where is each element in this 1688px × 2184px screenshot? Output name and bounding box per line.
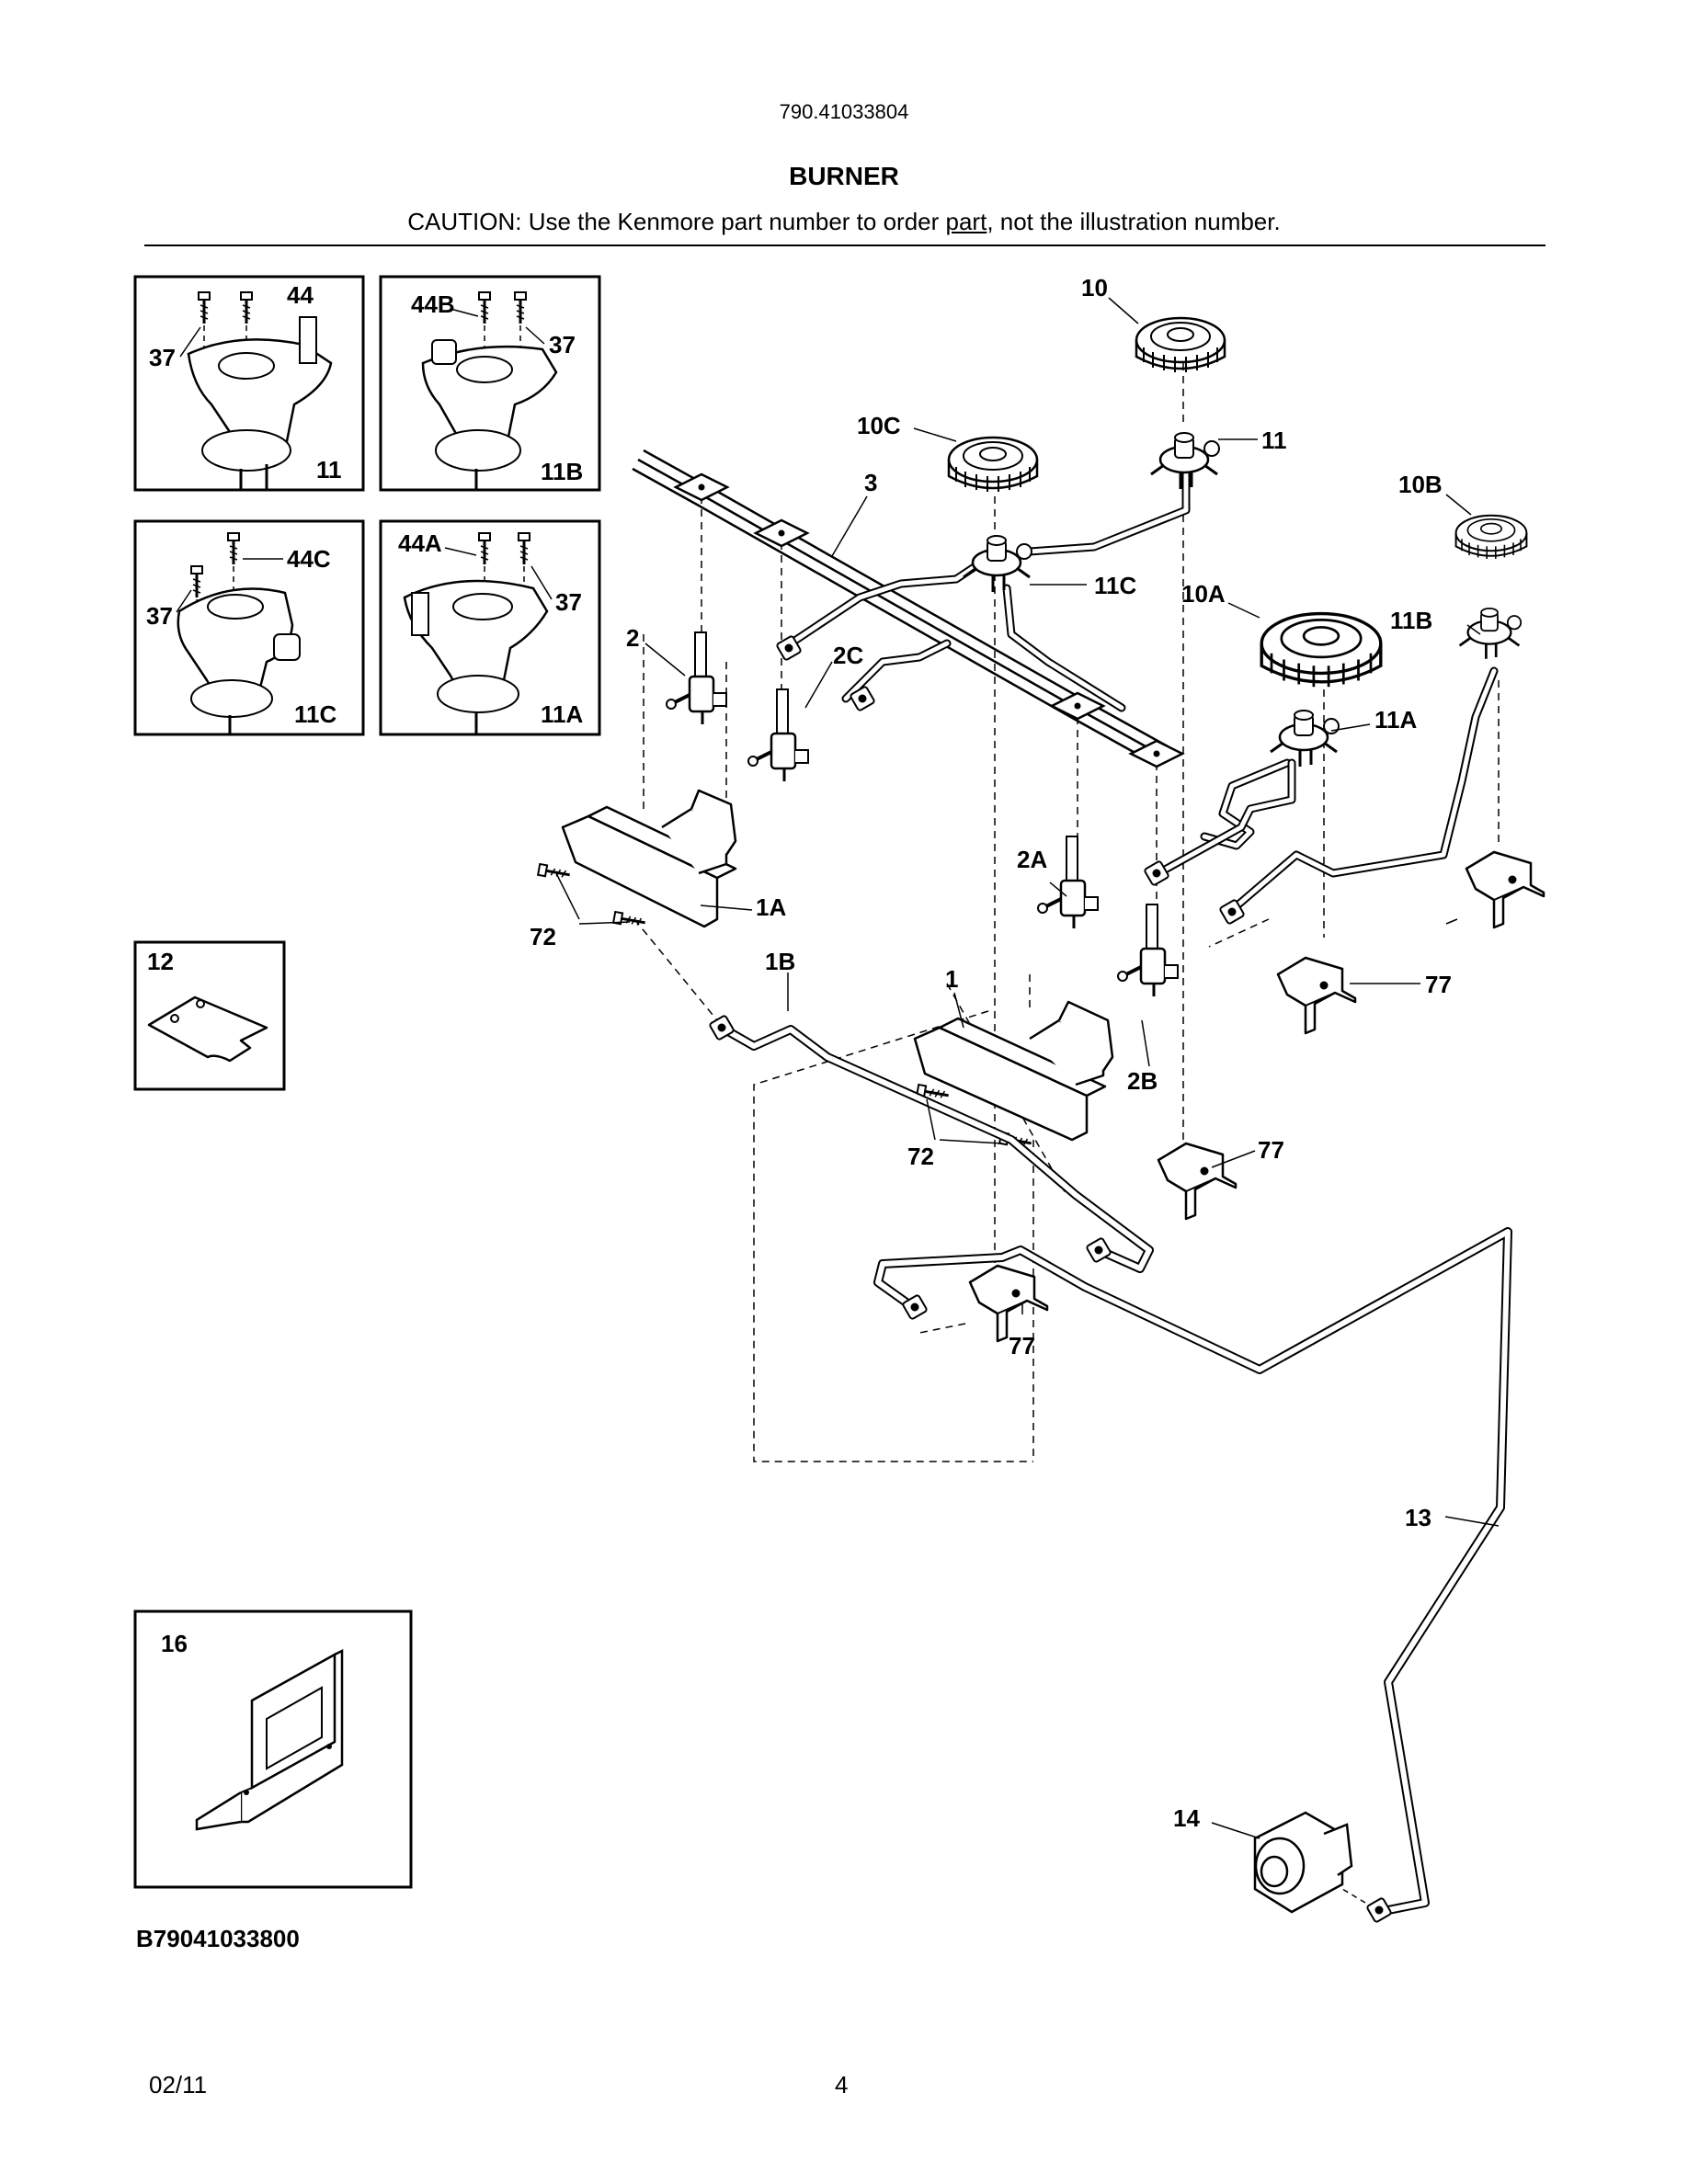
inset-11b-label-11b: 11B xyxy=(541,458,583,485)
section-title: BURNER xyxy=(789,162,899,190)
callout-2c: 2C xyxy=(833,642,863,669)
callout-1: 1 xyxy=(945,965,958,993)
caution-text-end: , not the illustration number. xyxy=(987,208,1281,235)
inset-12: 12 xyxy=(133,940,286,1091)
inset-11b-label-37: 37 xyxy=(549,331,576,358)
inset-11a-label-11a: 11A xyxy=(541,700,583,728)
inset-12-label: 12 xyxy=(147,948,174,975)
callout-14: 14 xyxy=(1173,1804,1200,1832)
model-number: 790.41033804 xyxy=(779,100,909,123)
diagram-code: B79041033800 xyxy=(136,1925,300,1952)
callout-10c: 10C xyxy=(857,412,901,439)
page-number: 4 xyxy=(835,2071,849,2099)
callout-13: 13 xyxy=(1405,1504,1431,1531)
inset-11c-label-44c: 44C xyxy=(287,545,331,573)
callout-11a: 11A xyxy=(1374,706,1417,734)
inset-16-label: 16 xyxy=(161,1630,188,1657)
callout-11: 11 xyxy=(1261,427,1287,454)
callout-3: 3 xyxy=(864,469,877,496)
inset-11b-label-44b: 44B xyxy=(411,290,455,318)
callout-2b: 2B xyxy=(1127,1067,1158,1095)
callout-77-right: 77 xyxy=(1425,971,1452,998)
callout-labels: 10 11 10C 3 10B 11C 10A 11B 2 2C 11A 2A … xyxy=(530,274,1500,1839)
inset-16: 16 xyxy=(133,1610,413,1889)
inset-11-label-44: 44 xyxy=(287,281,314,309)
inset-11c-label-11c: 11C xyxy=(294,700,336,728)
caution-text-start: CAUTION: Use the Kenmore part number to … xyxy=(407,208,946,235)
inset-11c: 44C 37 11C xyxy=(133,519,365,736)
callout-1a: 1A xyxy=(756,893,786,921)
callout-11b: 11B xyxy=(1390,607,1432,634)
inset-11a: 44A 37 11A xyxy=(379,519,601,736)
callout-2: 2 xyxy=(626,624,639,652)
inset-11a-label-44a: 44A xyxy=(398,529,442,557)
inset-11-label-37: 37 xyxy=(149,344,176,371)
inset-11-label-11: 11 xyxy=(316,456,342,483)
callout-77-middle: 77 xyxy=(1258,1136,1284,1164)
caution-part-link: part xyxy=(945,208,987,235)
callout-77-lower: 77 xyxy=(1009,1332,1035,1359)
callout-72-upper: 72 xyxy=(530,923,556,950)
inset-11c-label-37: 37 xyxy=(146,602,173,630)
callout-2a: 2A xyxy=(1017,846,1047,873)
callout-11c: 11C xyxy=(1094,572,1136,599)
callout-10b: 10B xyxy=(1398,471,1443,498)
inset-11a-label-37: 37 xyxy=(555,588,582,616)
main-assembly xyxy=(536,316,1545,1924)
inset-11b: 44B 37 11B xyxy=(379,275,601,492)
callout-72-lower: 72 xyxy=(907,1143,934,1170)
inset-11: 44 37 11 xyxy=(133,275,365,492)
callout-10a: 10A xyxy=(1181,580,1226,608)
caution-note: CAUTION: Use the Kenmore part number to … xyxy=(0,208,1688,236)
revision-date: 02/11 xyxy=(149,2071,208,2099)
callout-10: 10 xyxy=(1081,274,1108,301)
header-rule xyxy=(144,245,1545,246)
callout-1b: 1B xyxy=(765,948,795,975)
